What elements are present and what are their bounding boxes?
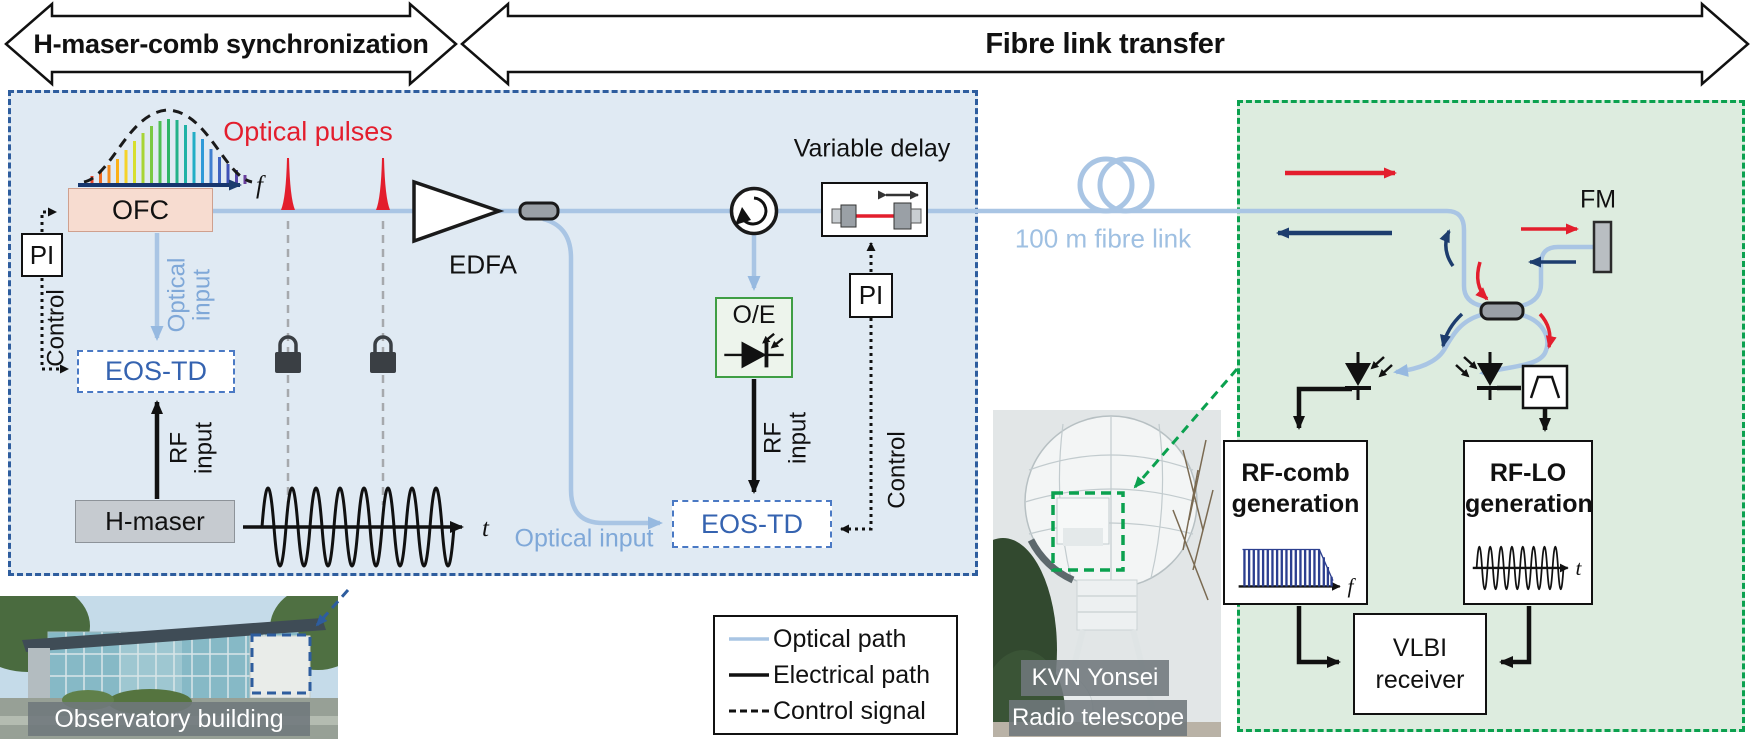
telescope-caption-line1: KVN Yonsei <box>1021 660 1169 696</box>
variable-delay-icon <box>831 190 921 229</box>
variable-delay-box <box>821 182 928 237</box>
observatory-caption-text: Observatory building <box>54 704 284 733</box>
eos-td2-label: EOS-TD <box>700 508 803 539</box>
telescope-caption-text1: KVN Yonsei <box>1031 664 1159 691</box>
rf-lo-generation-box: RF-LO generation t <box>1463 440 1593 605</box>
optical-input2-text: Optical input <box>514 524 654 553</box>
legend-control-label: Control signal <box>773 696 926 725</box>
observatory-photo-caption: Observatory building <box>28 702 310 736</box>
fibre-link-text: 100 m fibre link <box>1014 223 1192 254</box>
rf-input2-line1: RF <box>759 422 787 455</box>
variable-delay-text: Variable delay <box>793 134 951 163</box>
hmaser-label: H-maser <box>105 506 205 536</box>
pi-controller-box-2: PI <box>849 273 893 318</box>
optical-input2-label: Optical input <box>515 525 654 554</box>
optical-input-line2: input <box>189 268 216 322</box>
legend-item-optical: Optical path <box>727 621 906 657</box>
optical-input-label: Optical input <box>163 257 216 333</box>
eos-td-box-2: EOS-TD <box>672 500 832 548</box>
rf-lo-title: RF-LO generation <box>1465 458 1593 521</box>
pi2-label: PI <box>858 280 884 310</box>
legend-optical-label: Optical path <box>773 624 907 653</box>
eos-td-box: EOS-TD <box>77 350 235 393</box>
oe-label: O/E <box>732 301 776 329</box>
rf-input2-label: RF input <box>759 411 812 465</box>
optical-input-line1: Optical <box>163 257 191 333</box>
rf-lo-title-line1: RF-LO <box>1489 459 1567 487</box>
edfa-label: EDFA <box>449 250 517 281</box>
banner-right-text: Fibre link transfer <box>985 27 1225 60</box>
control-text: Control <box>42 289 70 367</box>
telescope-caption-text2: Radio telescope <box>1011 704 1185 731</box>
electrical-path-sample-line <box>729 673 769 677</box>
vlbi-receiver-label: VLBI receiver <box>1376 632 1465 697</box>
eos-td-label: EOS-TD <box>104 356 207 386</box>
rf-input-line2: input <box>191 421 218 475</box>
rf-lo-plot: t <box>1472 545 1582 591</box>
banner-left-text: H-maser-comb synchronization <box>33 28 429 59</box>
variable-delay-label: Variable delay <box>794 135 951 164</box>
vlbi-receiver-box: VLBI receiver <box>1353 613 1487 715</box>
legend-item-control: Control signal <box>727 693 926 729</box>
banner-right-title: Fibre link transfer <box>462 3 1748 85</box>
rf-comb-title-line1: RF-comb <box>1241 459 1350 487</box>
ofc-label: OFC <box>112 194 169 225</box>
oe-converter-box: O/E <box>715 297 793 378</box>
rf-comb-generation-box: RF-comb generation f <box>1223 440 1368 605</box>
pi-label: PI <box>29 239 55 270</box>
legend-electrical-label: Electrical path <box>773 660 931 689</box>
edfa-text: EDFA <box>449 249 517 280</box>
observatory-photo: Observatory building <box>0 596 338 739</box>
hmaser-box: H-maser <box>75 500 235 543</box>
fibre-link-label: 100 m fibre link <box>1015 224 1191 255</box>
rf-input-label: RF input <box>165 421 218 475</box>
fm-text: FM <box>1579 185 1617 214</box>
rf-comb-title-line2: generation <box>1231 490 1360 519</box>
rf-comb-f-label: f <box>1348 574 1357 598</box>
legend-box: Optical path Electrical path Control sig… <box>713 615 958 735</box>
vlbi-label-line2: receiver <box>1375 666 1465 694</box>
ofc-box: OFC <box>68 188 213 232</box>
fiber-coil-icon <box>1077 156 1155 214</box>
telescope-photo: KVN Yonsei Radio telescope <box>993 410 1221 737</box>
rf-lo-t-label: t <box>1575 556 1582 580</box>
fm-label: FM <box>1580 186 1616 215</box>
optical-pulses-text: Optical pulses <box>223 116 393 147</box>
banner-left-title: H-maser-comb synchronization <box>6 3 456 85</box>
control-label: Control <box>42 289 70 367</box>
control2-text: Control <box>883 431 911 509</box>
rf-comb-title: RF-comb generation <box>1225 458 1366 521</box>
rf-comb-plot: f <box>1238 548 1357 598</box>
oe-photodiode-icon <box>724 332 784 369</box>
legend-item-electrical: Electrical path <box>727 657 930 693</box>
pi-controller-box: PI <box>21 233 63 277</box>
control-signal-sample-line <box>729 709 769 713</box>
telescope-caption-line2: Radio telescope <box>1009 700 1187 736</box>
rf-lo-title-line2: generation <box>1465 490 1593 519</box>
optical-path-sample-line <box>729 637 769 641</box>
rf-input-line1: RF <box>165 432 193 465</box>
rf-input2-line2: input <box>785 411 812 465</box>
vlbi-label-line1: VLBI <box>1392 633 1448 662</box>
control2-label: Control <box>883 431 911 509</box>
optical-pulses-label: Optical pulses <box>223 117 393 148</box>
telescope-remote-panel <box>1237 100 1745 732</box>
